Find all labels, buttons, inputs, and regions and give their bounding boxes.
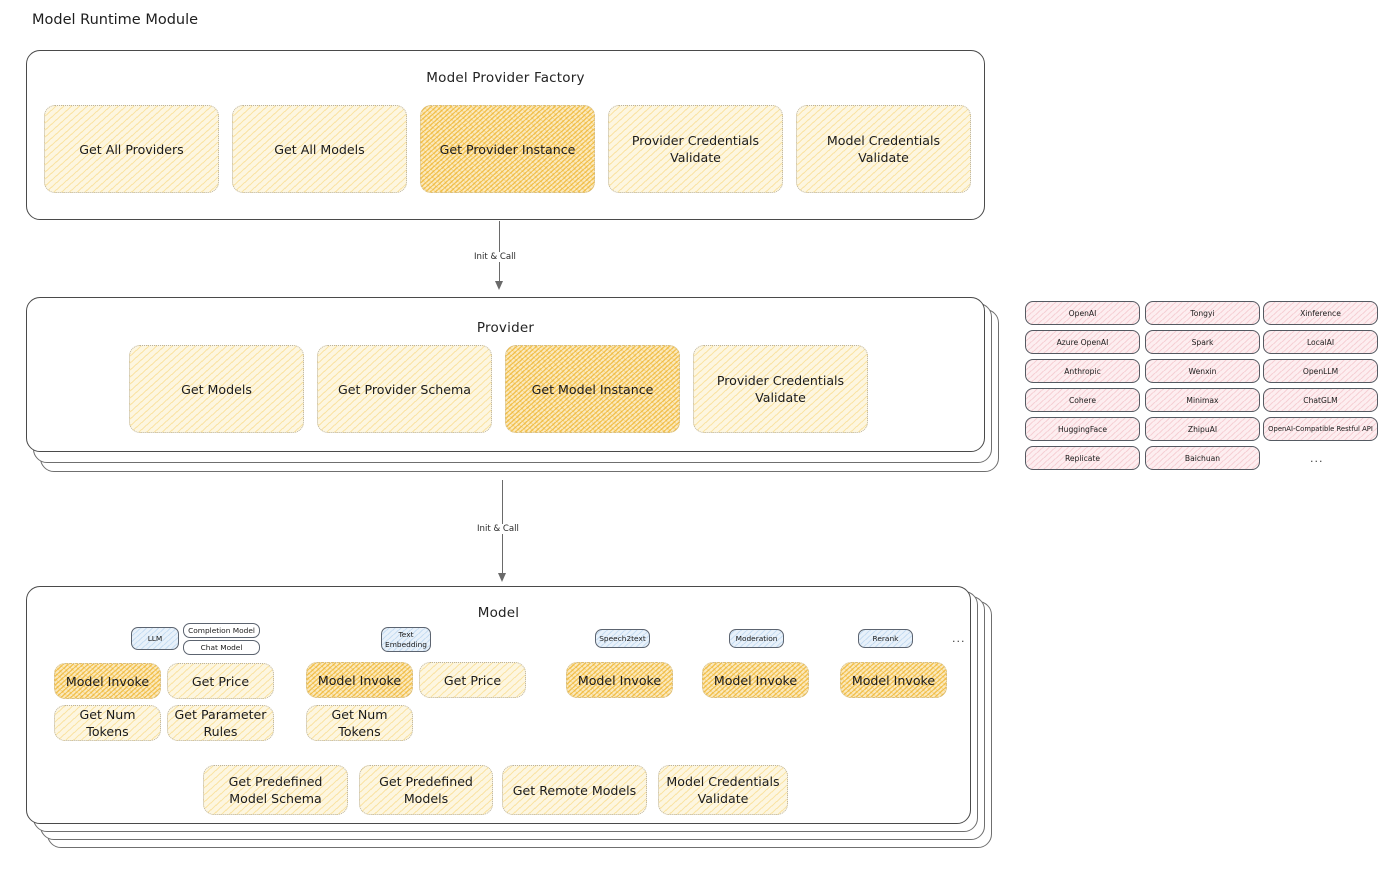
provider-chip-baichuan[interactable]: Baichuan [1145, 446, 1260, 470]
provider-chip-openai-compatible-restful-api[interactable]: OpenAI-Compatible Restful API [1263, 417, 1378, 441]
provider-chip-huggingface[interactable]: HuggingFace [1025, 417, 1140, 441]
provider-chip-spark[interactable]: Spark [1145, 330, 1260, 354]
provider-chip-xinference[interactable]: Xinference [1263, 301, 1378, 325]
provider-node-get-provider-schema[interactable]: Get Provider Schema [317, 345, 492, 433]
model-capabilities-more-ellipsis: ... [952, 632, 966, 645]
provider-node-get-model-instance[interactable]: Get Model Instance [505, 345, 680, 433]
provider-chip-anthropic[interactable]: Anthropic [1025, 359, 1140, 383]
model-node-llm-get-price[interactable]: Get Price [167, 663, 274, 699]
arrow-factory-to-provider-label: Init & Call [470, 252, 520, 262]
model-node-text-embedding-get-num-tokens[interactable]: Get Num Tokens [306, 705, 413, 741]
provider-chip-zhipuai[interactable]: ZhipuAI [1145, 417, 1260, 441]
arrow-provider-to-model-label: Init & Call [473, 524, 523, 534]
factory-node-get-all-models[interactable]: Get All Models [232, 105, 407, 193]
model-node-get-predefined-model-schema[interactable]: Get Predefined Model Schema [203, 765, 348, 815]
provider-chip-minimax[interactable]: Minimax [1145, 388, 1260, 412]
model-panel: Model [26, 586, 971, 824]
factory-node-provider-credentials-validate[interactable]: Provider Credentials Validate [608, 105, 783, 193]
model-node-speech2text-model-invoke[interactable]: Model Invoke [566, 662, 673, 698]
model-badge-llm[interactable]: LLM [131, 627, 179, 650]
provider-node-get-models[interactable]: Get Models [129, 345, 304, 433]
provider-chip-cohere[interactable]: Cohere [1025, 388, 1140, 412]
page-title: Model Runtime Module [32, 12, 199, 28]
model-node-rerank-model-invoke[interactable]: Model Invoke [840, 662, 947, 698]
arrow-provider-to-model-head [498, 573, 506, 582]
provider-chip-wenxin[interactable]: Wenxin [1145, 359, 1260, 383]
model-sub-badge-completion-model[interactable]: Completion Model [183, 623, 260, 638]
model-node-model-credentials-validate[interactable]: Model Credentials Validate [658, 765, 788, 815]
model-node-moderation-model-invoke[interactable]: Model Invoke [702, 662, 809, 698]
model-node-get-predefined-models[interactable]: Get Predefined Models [359, 765, 493, 815]
model-badge-text-embedding[interactable]: Text Embedding [381, 627, 431, 652]
provider-chip-localai[interactable]: LocalAI [1263, 330, 1378, 354]
model-node-text-embedding-get-price[interactable]: Get Price [419, 662, 526, 698]
arrow-factory-to-provider-head [495, 281, 503, 290]
model-sub-badge-chat-model[interactable]: Chat Model [183, 640, 260, 655]
provider-chip-openai[interactable]: OpenAI [1025, 301, 1140, 325]
provider-chip-azure-openai[interactable]: Azure OpenAI [1025, 330, 1140, 354]
model-node-text-embedding-model-invoke[interactable]: Model Invoke [306, 662, 413, 698]
model-node-llm-get-parameter-rules[interactable]: Get Parameter Rules [167, 705, 274, 741]
model-badge-speech2text[interactable]: Speech2text [595, 629, 650, 648]
provider-chip-openllm[interactable]: OpenLLM [1263, 359, 1378, 383]
provider-chip-tongyi[interactable]: Tongyi [1145, 301, 1260, 325]
provider-list-more-ellipsis: ... [1310, 452, 1324, 465]
model-badge-rerank[interactable]: Rerank [858, 629, 913, 648]
model-node-llm-model-invoke[interactable]: Model Invoke [54, 663, 161, 699]
model-title: Model [477, 605, 520, 621]
factory-node-get-all-providers[interactable]: Get All Providers [44, 105, 219, 193]
provider-chip-replicate[interactable]: Replicate [1025, 446, 1140, 470]
model-node-llm-get-num-tokens[interactable]: Get Num Tokens [54, 705, 161, 741]
model-badge-moderation[interactable]: Moderation [729, 629, 784, 648]
provider-chip-chatglm[interactable]: ChatGLM [1263, 388, 1378, 412]
model-provider-factory-title: Model Provider Factory [426, 70, 585, 86]
provider-node-provider-credentials-validate[interactable]: Provider Credentials Validate [693, 345, 868, 433]
factory-node-model-credentials-validate[interactable]: Model Credentials Validate [796, 105, 971, 193]
model-node-get-remote-models[interactable]: Get Remote Models [502, 765, 647, 815]
factory-node-get-provider-instance[interactable]: Get Provider Instance [420, 105, 595, 193]
provider-title: Provider [476, 320, 535, 336]
